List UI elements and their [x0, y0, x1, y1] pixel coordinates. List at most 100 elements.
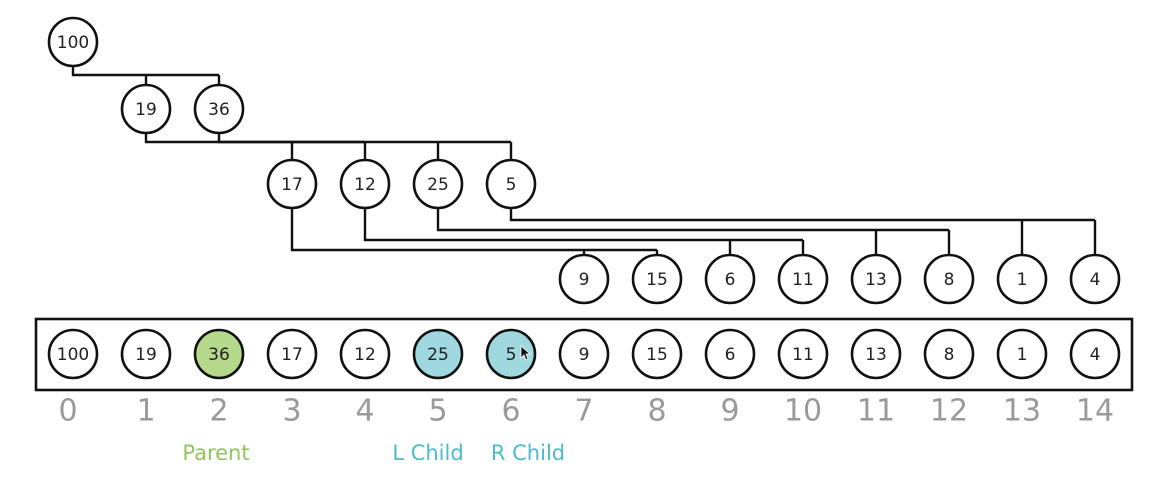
tree-node-10-circle [777, 253, 829, 305]
array-cell-6-circle [485, 328, 537, 380]
array-cell-0: 100 [47, 328, 99, 380]
array-index-1: 1 [136, 394, 155, 429]
array-cell-8-circle [631, 328, 683, 380]
tree-node-2-value: 36 [208, 100, 230, 120]
array-cell-0-circle [47, 328, 99, 380]
array-cell-2: 36 [193, 328, 245, 380]
tree-node-4: 12 [339, 158, 391, 210]
array-cell-9-circle [704, 328, 756, 380]
array-index-5: 5 [428, 394, 447, 429]
array-index-9: 9 [720, 394, 739, 429]
array-cell-8-value: 15 [646, 345, 668, 365]
array-index-3: 3 [282, 394, 301, 429]
tree-node-7: 9 [558, 253, 610, 305]
array-cell-1-circle [120, 328, 172, 380]
tree-node-11: 13 [850, 253, 902, 305]
array-cell-10-circle [777, 328, 829, 380]
tree-node-5-circle [412, 158, 464, 210]
tree-node-9-circle [704, 253, 756, 305]
array-index-0: 0 [58, 394, 77, 429]
array-cell-9-value: 6 [725, 345, 736, 365]
tree-node-12: 8 [923, 253, 975, 305]
array-cell-4-circle [339, 328, 391, 380]
mouse-pointer-icon [520, 345, 532, 361]
array-cell-10: 11 [777, 328, 829, 380]
tree-node-12-circle [923, 253, 975, 305]
array-cell-9: 6 [704, 328, 756, 380]
tree-node-4-circle [339, 158, 391, 210]
array-cell-1: 19 [120, 328, 172, 380]
array-index-6: 6 [501, 394, 520, 429]
array-nodes: 100 19 36 17 12 25 5 9 15 6 11 13 8 1 4 [47, 328, 1121, 380]
tree-node-13-circle [996, 253, 1048, 305]
tree-node-3-circle [266, 158, 318, 210]
array-cell-4-value: 12 [354, 345, 376, 365]
array-cell-5-circle [412, 328, 464, 380]
left-child-label: L Child [392, 441, 463, 465]
tree-node-4-value: 12 [354, 175, 376, 195]
tree-edge [144, 133, 367, 160]
array-cell-13-value: 1 [1017, 345, 1028, 365]
tree-edge [71, 66, 221, 85]
tree-node-0-value: 100 [57, 33, 89, 53]
parent-label: Parent [182, 441, 249, 465]
array-index-7: 7 [574, 394, 593, 429]
array-cell-0-value: 100 [57, 345, 89, 365]
tree-node-14-value: 4 [1090, 270, 1101, 290]
array-cell-5-value: 25 [427, 345, 449, 365]
tree-node-3-value: 17 [281, 175, 303, 195]
array-cell-14-circle [1069, 328, 1121, 380]
array-index-12: 12 [930, 394, 968, 429]
array-index-14: 14 [1076, 394, 1114, 429]
array-index-11: 11 [857, 394, 895, 429]
array-cell-11-value: 13 [865, 345, 887, 365]
array-cell-13-circle [996, 328, 1048, 380]
tree-node-7-circle [558, 253, 610, 305]
array-cell-8: 15 [631, 328, 683, 380]
tree-node-6-value: 5 [506, 175, 517, 195]
array-index-2: 2 [209, 394, 228, 429]
tree-node-6-circle [485, 158, 537, 210]
array-cell-3: 17 [266, 328, 318, 380]
tree-node-2: 36 [193, 83, 245, 135]
array-cell-13: 1 [996, 328, 1048, 380]
array-cell-7-circle [558, 328, 610, 380]
tree-node-10: 11 [777, 253, 829, 305]
array-cell-2-circle [193, 328, 245, 380]
array-cell-12-value: 8 [944, 345, 955, 365]
array-cell-7-value: 9 [579, 345, 590, 365]
array-cell-11-circle [850, 328, 902, 380]
array-cell-14: 4 [1069, 328, 1121, 380]
tree-node-12-value: 8 [944, 270, 955, 290]
tree-edges [71, 66, 1097, 255]
tree-edge [217, 133, 513, 160]
array-cell-11: 13 [850, 328, 902, 380]
array-cell-14-value: 4 [1090, 345, 1101, 365]
tree-node-3: 17 [266, 158, 318, 210]
tree-node-11-circle [850, 253, 902, 305]
array-cell-1-value: 19 [135, 345, 157, 365]
tree-edge [290, 208, 659, 255]
tree-node-10-value: 11 [792, 270, 814, 290]
tree-node-11-value: 13 [865, 270, 887, 290]
array-cell-12: 8 [923, 328, 975, 380]
tree-node-8-value: 15 [646, 270, 668, 290]
array-cell-5: 25 [412, 328, 464, 380]
tree-node-8-circle [631, 253, 683, 305]
array-cell-6: 5 [485, 328, 537, 380]
tree-node-2-circle [193, 83, 245, 135]
array-cell-6-value: 5 [506, 345, 517, 365]
tree-node-14-circle [1069, 253, 1121, 305]
tree-node-13: 1 [996, 253, 1048, 305]
right-child-label: R Child [491, 441, 565, 465]
tree-node-1-value: 19 [135, 100, 157, 120]
array-cell-4: 12 [339, 328, 391, 380]
tree-node-0: 100 [47, 16, 99, 68]
tree-node-1: 19 [120, 83, 172, 135]
tree-edge [509, 208, 1097, 255]
tree-edge [436, 208, 951, 255]
array-cell-10-value: 11 [792, 345, 814, 365]
